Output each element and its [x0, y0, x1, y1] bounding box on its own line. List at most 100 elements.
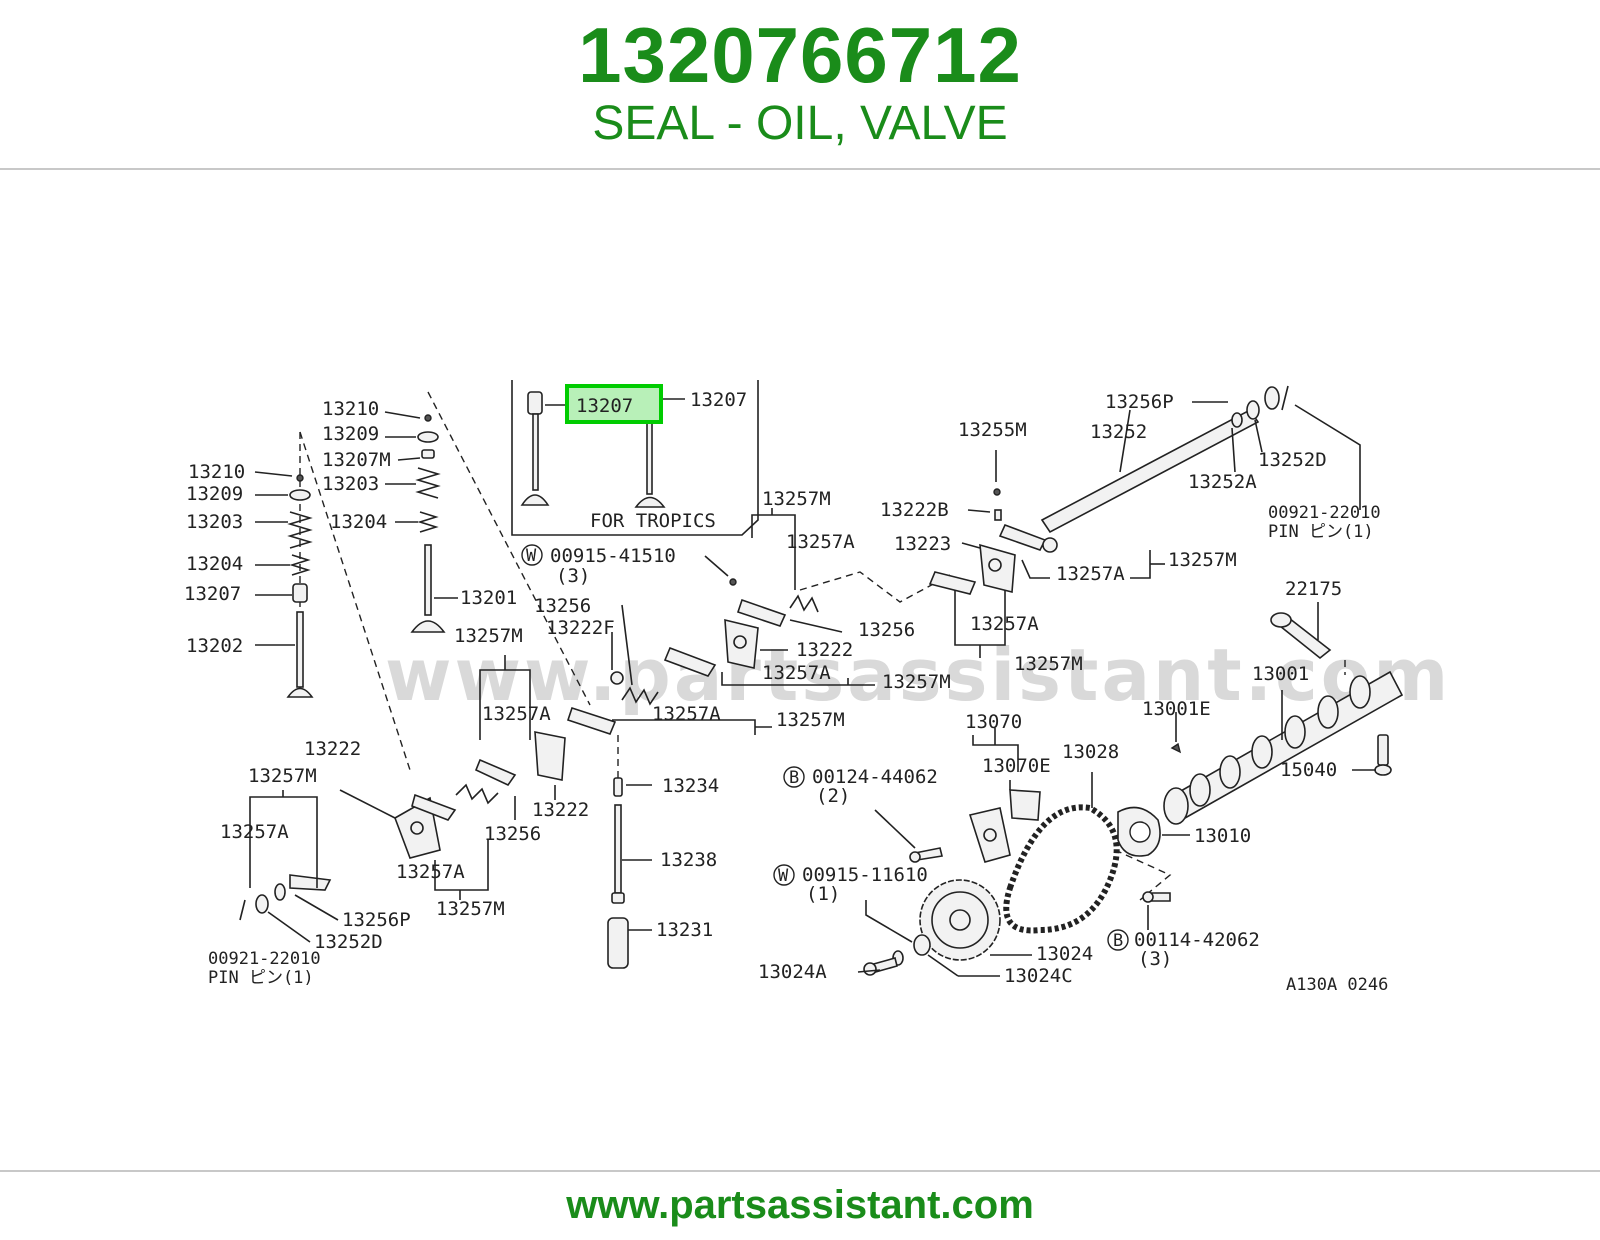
label-13210-left[interactable]: 13210 — [188, 461, 245, 483]
label-13257M-c1[interactable]: 13257M — [762, 488, 831, 510]
label-13207M-top[interactable]: 13207M — [322, 449, 391, 471]
label-13222B[interactable]: 13222B — [880, 499, 949, 521]
label-pin-bottom: PIN ピン(1) — [208, 968, 314, 988]
label-22175[interactable]: 22175 — [1285, 578, 1342, 600]
label-00915-41510[interactable]: 00915-41510 — [550, 545, 676, 567]
label-13257A-c1[interactable]: 13257A — [786, 531, 855, 553]
inset-caption: FOR TROPICS — [590, 510, 716, 532]
label-13256P-bottom[interactable]: 13256P — [342, 909, 411, 931]
rocker-assembly-center — [566, 508, 875, 969]
rocker-assembly-right — [928, 385, 1361, 658]
label-13257M-c2[interactable]: 13257M — [882, 671, 951, 693]
label-13252[interactable]: 13252 — [1090, 421, 1147, 443]
parts-diagram: www.partsassistant.com 13207 13207 FOR T… — [0, 170, 1600, 1170]
label-13223[interactable]: 13223 — [894, 533, 951, 555]
label-13010[interactable]: 13010 — [1194, 825, 1251, 847]
label-13257A-right-2[interactable]: 13257A — [970, 613, 1039, 635]
label-13257M-left-1[interactable]: 13257M — [454, 625, 523, 647]
label-13028[interactable]: 13028 — [1062, 741, 1119, 763]
washer-marker-w — [521, 544, 543, 566]
footer-url-link[interactable]: www.partsassistant.com — [566, 1183, 1034, 1227]
washer-marker-w-2 — [773, 864, 795, 886]
marker-b-2: B — [1113, 931, 1123, 951]
label-13257M-left-top[interactable]: 13257M — [248, 765, 317, 787]
label-00915-11610-qty: (1) — [806, 883, 840, 905]
label-13203-top[interactable]: 13203 — [322, 473, 379, 495]
label-13257M-left-bottom[interactable]: 13257M — [436, 898, 505, 920]
label-13257A-left-1[interactable]: 13257A — [482, 703, 551, 725]
label-00921-22010-bottom[interactable]: 00921-22010 — [208, 949, 321, 969]
part-description: SEAL - OIL, VALVE — [592, 97, 1008, 150]
label-13256-left[interactable]: 13256 — [484, 823, 541, 845]
tropics-inset: 13207 13207 FOR TROPICS — [511, 380, 759, 536]
label-13252D-top[interactable]: 13252D — [1258, 449, 1327, 471]
label-pin-top: PIN ピン(1) — [1268, 522, 1374, 542]
rocker-assembly-left — [239, 655, 566, 943]
label-00124-44062-qty: (2) — [816, 785, 850, 807]
label-13252A[interactable]: 13252A — [1188, 471, 1257, 493]
label-13024[interactable]: 13024 — [1036, 943, 1093, 965]
bolt-marker-b-2 — [1107, 929, 1129, 951]
label-00915-11610[interactable]: 00915-11610 — [802, 864, 928, 886]
label-13222-left-top[interactable]: 13222 — [304, 738, 361, 760]
label-00124-44062[interactable]: 00124-44062 — [812, 766, 938, 788]
marker-w-2: W — [778, 866, 789, 886]
label-13257M-center[interactable]: 13257M — [776, 709, 845, 731]
label-13256P-top[interactable]: 13256P — [1105, 391, 1174, 413]
label-13257A-left[interactable]: 13257A — [220, 821, 289, 843]
exploded-view-svg: www.partsassistant.com 13207 13207 FOR T… — [184, 380, 1451, 995]
label-13201[interactable]: 13201 — [460, 587, 517, 609]
valve-stack-left — [254, 432, 314, 698]
footer-divider — [0, 1170, 1600, 1172]
label-00114-42062[interactable]: 00114-42062 — [1134, 929, 1260, 951]
label-13256-center[interactable]: 13256 — [858, 619, 915, 641]
label-13222-left[interactable]: 13222 — [532, 799, 589, 821]
label-13207-inset-right[interactable]: 13207 — [690, 389, 747, 411]
watermark-text: www.partsassistant.com — [385, 633, 1451, 717]
timing-chain-assembly — [857, 728, 1190, 977]
label-13202[interactable]: 13202 — [186, 635, 243, 657]
valve-stack-center — [384, 411, 458, 633]
figure-code: A130A 0246 — [1286, 975, 1388, 995]
marker-w-1: W — [526, 546, 537, 566]
highlighted-part-box[interactable] — [565, 384, 663, 424]
marker-b-1: B — [789, 768, 799, 788]
label-00921-22010-top[interactable]: 00921-22010 — [1268, 503, 1381, 523]
label-13210-top[interactable]: 13210 — [322, 398, 379, 420]
label-13257A-left-bottom[interactable]: 13257A — [396, 861, 465, 883]
bolt-marker-b-1 — [783, 766, 805, 788]
label-13001[interactable]: 13001 — [1252, 663, 1309, 685]
label-13238[interactable]: 13238 — [660, 849, 717, 871]
label-13203-left[interactable]: 13203 — [186, 511, 243, 533]
label-13070[interactable]: 13070 — [965, 711, 1022, 733]
label-13222-center[interactable]: 13222 — [796, 639, 853, 661]
label-13207-left[interactable]: 13207 — [184, 583, 241, 605]
label-13257M-right-2[interactable]: 13257M — [1014, 653, 1083, 675]
label-13001E[interactable]: 13001E — [1142, 698, 1211, 720]
label-13256-center-top[interactable]: 13256 — [534, 595, 591, 617]
label-13257M-right-1[interactable]: 13257M — [1168, 549, 1237, 571]
label-15040[interactable]: 15040 — [1280, 759, 1337, 781]
camshaft-assembly — [1163, 602, 1404, 825]
label-13257A-center[interactable]: 13257A — [652, 703, 721, 725]
label-13234[interactable]: 13234 — [662, 775, 719, 797]
label-13024A[interactable]: 13024A — [758, 961, 827, 983]
label-00114-42062-qty: (3) — [1138, 948, 1172, 970]
label-13222F[interactable]: 13222F — [546, 617, 615, 639]
header-divider — [0, 168, 1600, 170]
label-13257A-right-1[interactable]: 13257A — [1056, 563, 1125, 585]
label-13231[interactable]: 13231 — [656, 919, 713, 941]
label-13252D-bottom[interactable]: 13252D — [314, 931, 383, 953]
page-header: 1320766712 SEAL - OIL, VALVE — [0, 0, 1600, 168]
label-13209-left[interactable]: 13209 — [186, 483, 243, 505]
highlighted-part-label[interactable]: 13207 — [576, 395, 633, 417]
label-13204-top[interactable]: 13204 — [330, 511, 387, 533]
label-13070E[interactable]: 13070E — [982, 755, 1051, 777]
label-13209-top[interactable]: 13209 — [322, 423, 379, 445]
label-13024C[interactable]: 13024C — [1004, 965, 1073, 987]
label-13257A-c2[interactable]: 13257A — [762, 662, 831, 684]
label-13204-left[interactable]: 13204 — [186, 553, 243, 575]
label-13255M[interactable]: 13255M — [958, 419, 1027, 441]
label-00915-41510-qty: (3) — [556, 565, 590, 587]
part-number-title: 1320766712 — [578, 11, 1022, 99]
